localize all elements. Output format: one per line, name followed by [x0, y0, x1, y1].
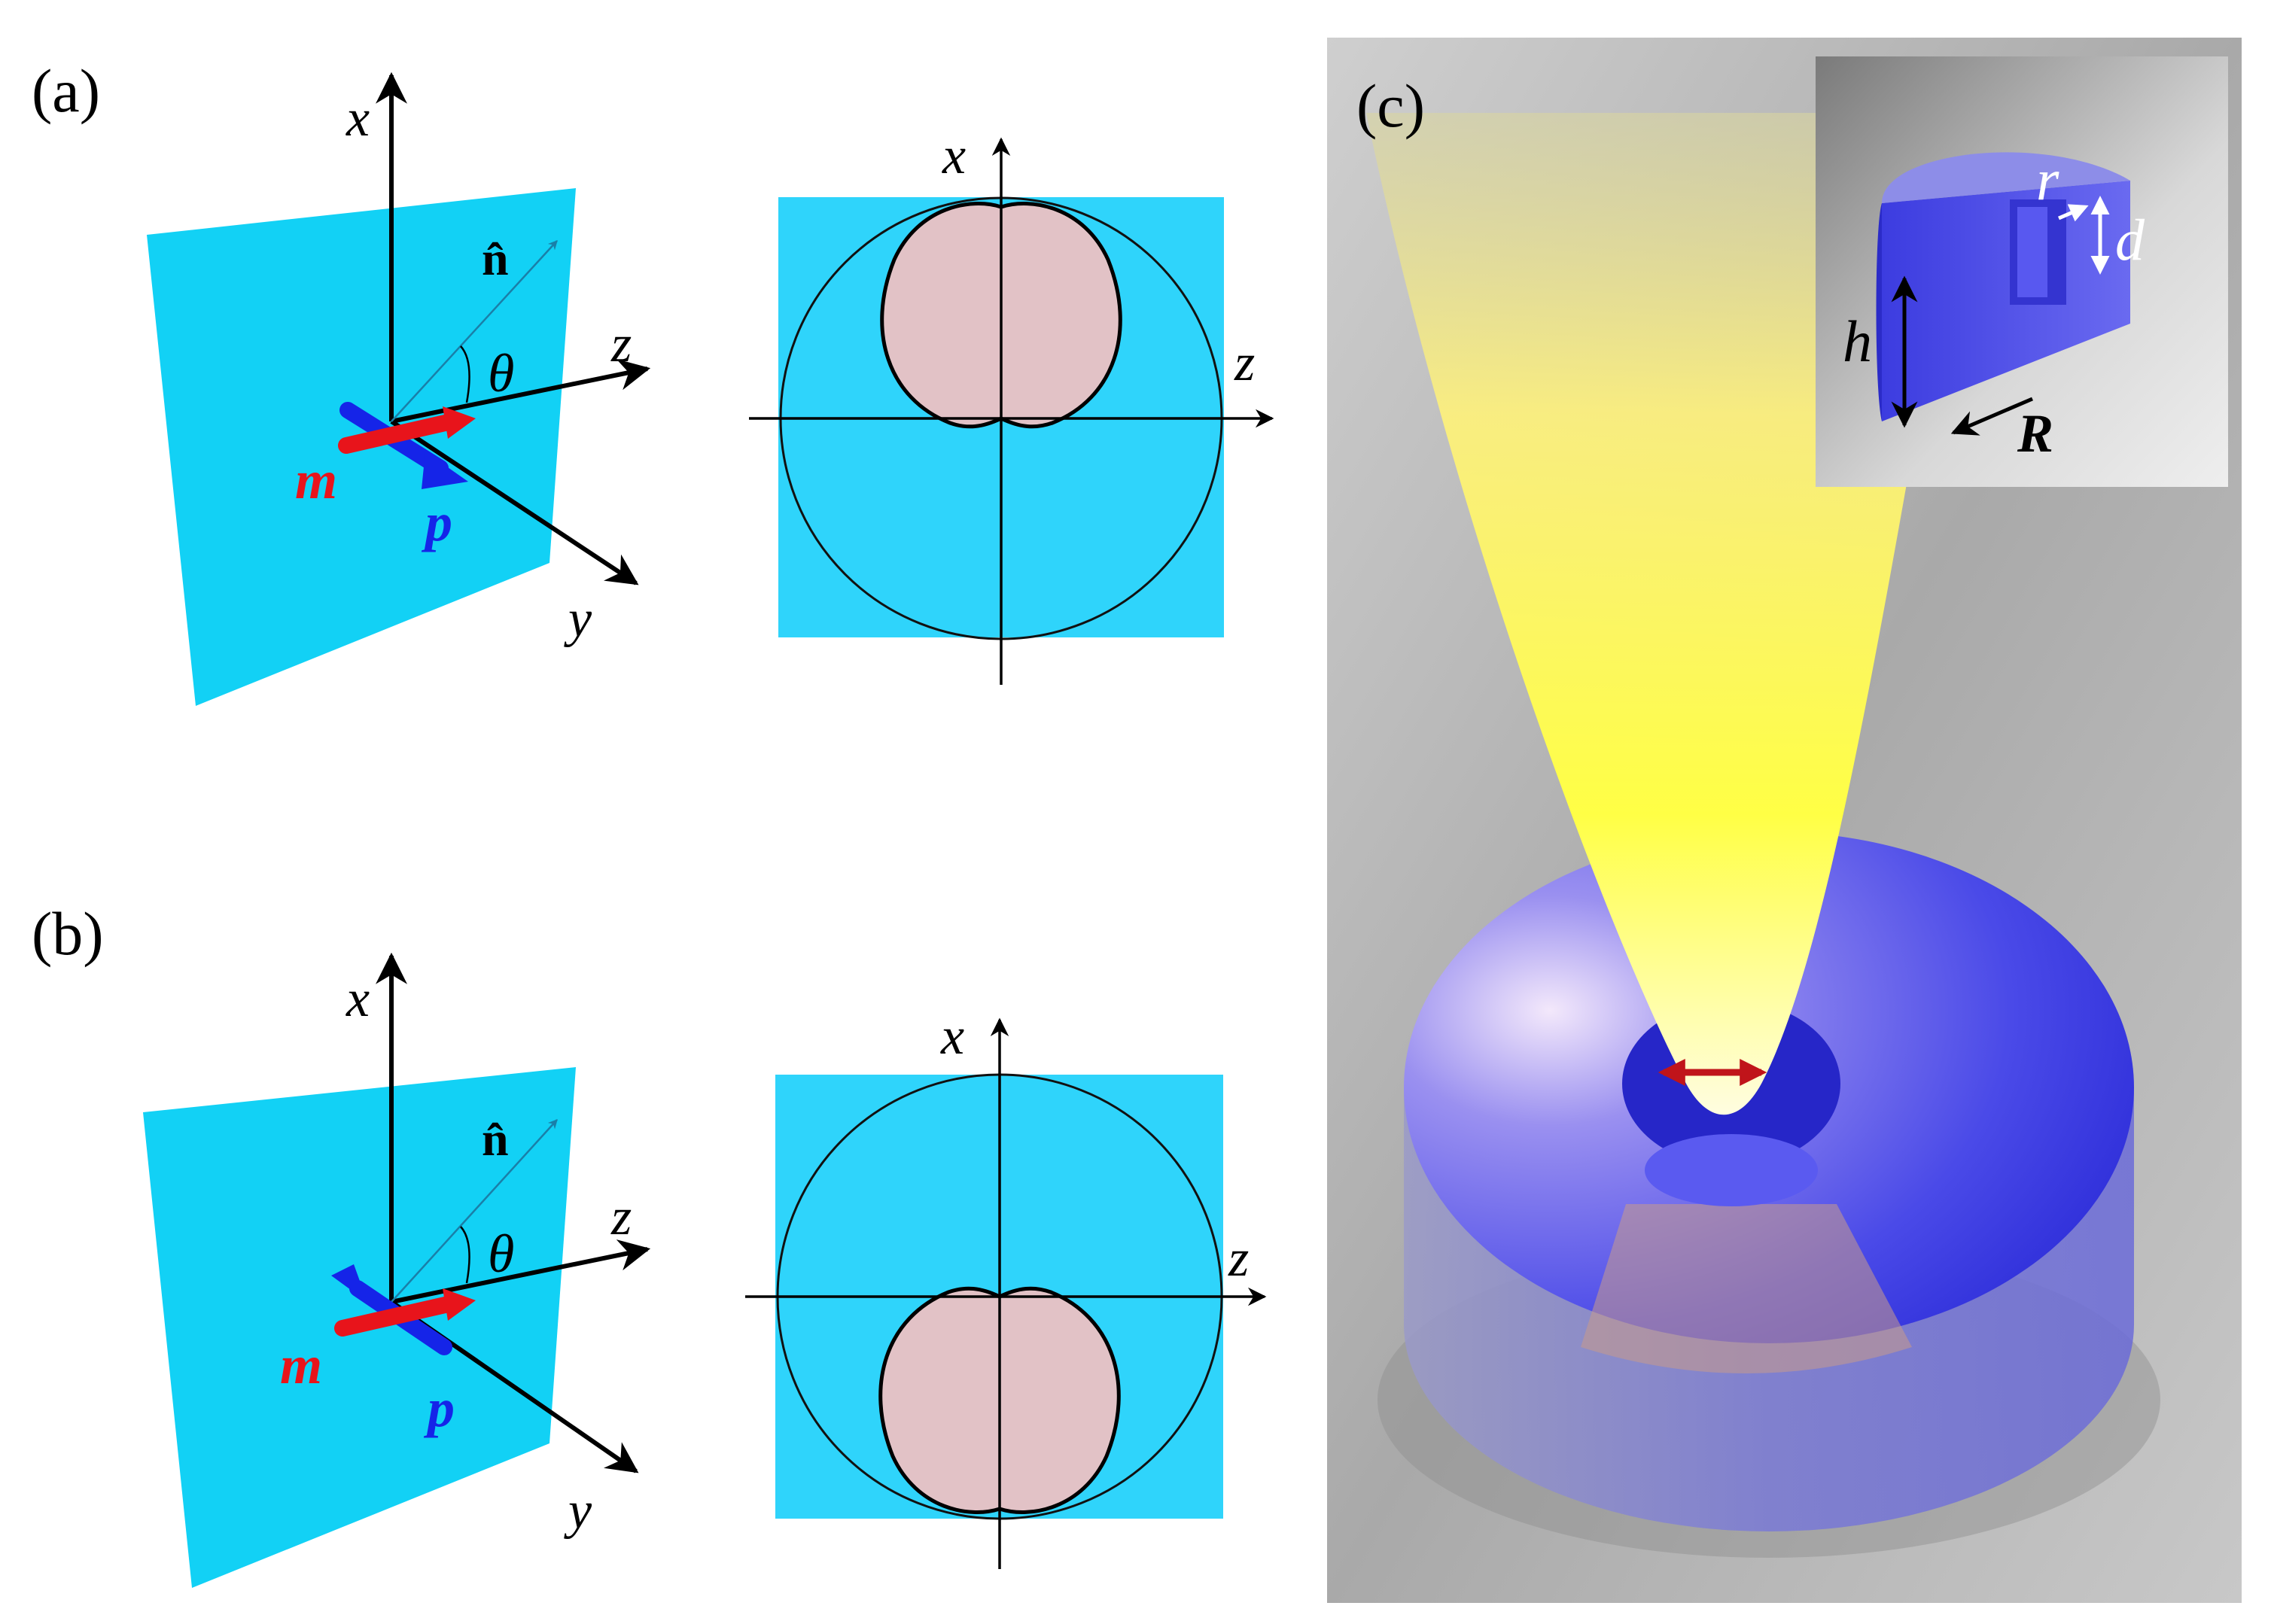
theta-arc [460, 345, 470, 403]
radius-label: R [2017, 403, 2053, 464]
transmitted-glow [1581, 1204, 1912, 1373]
radius-arrow [1950, 397, 2033, 436]
normal-label: n̂ [482, 232, 509, 285]
y-axis-label: y [564, 590, 592, 648]
normal-vector [391, 240, 558, 422]
theta-label: θ [488, 343, 514, 403]
z-axis-label: z [610, 1188, 632, 1246]
panel-c: (c) h R d r [1327, 38, 2242, 1603]
pattern-z-label: z [1234, 334, 1255, 392]
normal-vector [391, 1119, 558, 1303]
pattern-z-label: z [1228, 1230, 1249, 1288]
theta-arc [460, 1226, 470, 1284]
magnetic-dipole-arrow [334, 1295, 460, 1337]
hole-bottom [1645, 1134, 1818, 1206]
panel-b-radiation-pattern: x z [745, 1008, 1267, 1569]
magnetic-dipole-label: m [280, 1335, 322, 1395]
panel-b-label: (b) [32, 899, 104, 968]
panel-a: (a) x z y n̂ θ m p [32, 56, 1274, 706]
hole-radius-arrow [2058, 204, 2089, 222]
y-axis-label: y [564, 1482, 592, 1540]
magnetic-dipole-head [443, 1288, 476, 1321]
y-axis [390, 419, 639, 585]
panel-a-radiation-pattern: x z [749, 127, 1274, 685]
inset-hole-wall [2017, 207, 2047, 297]
inset-half-disk-front [1882, 181, 2130, 421]
inset-curved-side [1876, 203, 1882, 421]
electric-dipole-label: p [423, 1378, 455, 1438]
magnetic-dipole-head [443, 406, 476, 439]
pattern-x-label: x [940, 1008, 964, 1066]
panel-b: (b) x z y n̂ θ m p [32, 899, 1267, 1588]
panel-a-3d-sketch: x z y n̂ θ m p [147, 71, 651, 706]
height-label: h [1843, 309, 1872, 374]
inset-half-disk-top [1882, 152, 2130, 203]
x-axis-label: x [346, 90, 370, 147]
electric-dipole-label: p [421, 492, 452, 552]
z-axis [391, 1239, 651, 1304]
magnetic-dipole-label: m [295, 450, 337, 510]
magnetic-dipole-arrow [338, 413, 460, 454]
theta-label: θ [488, 1224, 514, 1284]
panel-b-3d-sketch: x z y n̂ θ m p [143, 952, 651, 1588]
electric-dipole-head [422, 452, 468, 489]
x-axis-label: x [346, 970, 370, 1028]
panel-c-label: (c) [1356, 71, 1425, 140]
normal-label: n̂ [482, 1112, 509, 1166]
z-axis-label: z [610, 315, 632, 373]
depth-label: d [2115, 207, 2145, 272]
hole-radius-label: r [2036, 147, 2059, 212]
geometry-inset: h R d r [1816, 56, 2228, 487]
z-axis [391, 359, 651, 424]
pattern-x-label: x [942, 127, 966, 185]
panel-a-label: (a) [32, 56, 100, 125]
electric-dipole-head [331, 1264, 367, 1302]
